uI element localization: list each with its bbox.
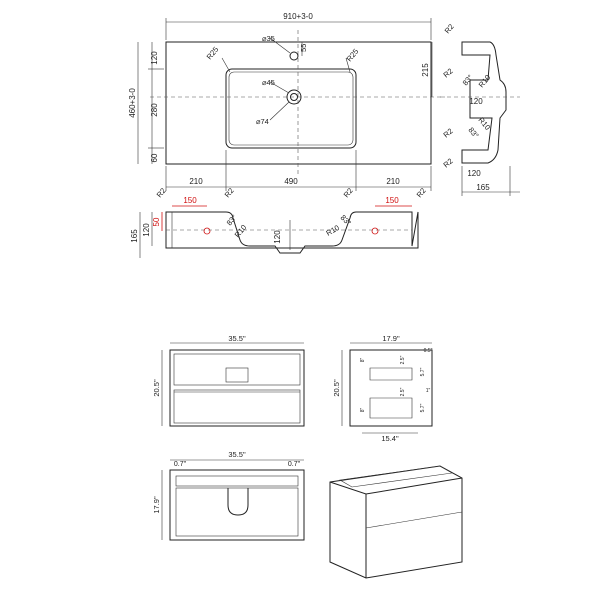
cabinet-side-dim-a: 8"	[360, 358, 366, 363]
cabinet-top-drawer	[173, 353, 301, 386]
cabinet-side-view: 17.9" 20.5" 15.4" 8" 2.5" 5.7" 2.5" 8" 5…	[332, 334, 433, 443]
sink-side-section: 165 120 120 R2 R2 83° R10 R10 R2 83° R2	[440, 22, 520, 196]
drain-hole	[290, 93, 298, 101]
side-depth-120-bottom-label: 120	[467, 169, 481, 178]
radius-outer-right-label: R2	[415, 186, 428, 199]
radius-left-label: R25	[205, 45, 221, 61]
cabinet-side-dim-b: 2.5"	[400, 355, 406, 364]
cabinet-top-outline	[169, 469, 305, 541]
cabinet-iso-body	[329, 465, 463, 579]
sink-bowl-inner	[228, 71, 354, 146]
cabinet-side-dim-e: 8"	[360, 408, 366, 413]
cabinet-side-dim-g: 0.5"	[424, 348, 433, 354]
dim-side-hole-label: 50	[152, 217, 161, 226]
cabinet-iso-top-recess	[339, 465, 453, 488]
cabinet-side-depth-label: 17.9"	[382, 334, 400, 343]
side-r2-bottom-label: R2	[442, 156, 455, 169]
dim-left-hole-label: 150	[183, 196, 197, 205]
cabinet-top-box	[175, 487, 299, 537]
cabinet-side-inner-depth-label: 15.4"	[381, 434, 399, 443]
cabinet-top-left-inset-label: 0.7"	[174, 461, 187, 468]
cabinet-front-width-label: 35.5"	[228, 334, 246, 343]
cabinet-side-lower-drawer	[369, 397, 413, 419]
side-depth-total-label: 165	[476, 183, 490, 192]
side-depth-120-top-label: 120	[469, 97, 483, 106]
sink-top-outline	[165, 41, 432, 165]
cabinet-side-dim-h: 1"	[426, 388, 431, 394]
cabinet-plumbing-cutout	[227, 488, 249, 516]
cabinet-top-view: 35.5" 0.7" 0.7" 17.9"	[152, 450, 305, 541]
dim-right-margin-label: 210	[386, 177, 400, 186]
drain-ring-label: ⌀74	[256, 117, 269, 126]
dim-height-inner-label: 120	[142, 223, 151, 237]
cabinet-top-right-inset-label: 0.7"	[288, 461, 301, 468]
cabinet-drawer-cutout	[225, 367, 249, 383]
angle-left-label: 83°	[225, 213, 239, 227]
left-mount-hole	[203, 227, 211, 235]
side-r2-mid-label: R2	[442, 66, 455, 79]
right-mount-hole	[371, 227, 379, 235]
radius-inner-left-label: R2	[223, 186, 236, 199]
sink-bowl-outline	[225, 68, 357, 149]
dim-height-total-label: 165	[130, 229, 139, 243]
sink-top-view: 910+3-0 460+3-0 120 280 60 ⌀35 55 ⌀45 ⌀7…	[128, 12, 445, 191]
cabinet-side-height-label: 20.5"	[332, 379, 341, 397]
sink-section-outline	[165, 211, 419, 254]
dim-front-margin-label: 60	[150, 153, 159, 162]
dim-left-margin-label: 210	[189, 177, 203, 186]
cabinet-side-dim-f: 5.7"	[420, 403, 426, 412]
cabinet-isometric-view	[329, 465, 463, 579]
sink-side-outline	[461, 41, 507, 164]
dim-bowl-depth-label: 280	[150, 103, 159, 117]
cabinet-top-depth-label: 17.9"	[152, 496, 161, 514]
dim-bowl-depth-front-label: 120	[273, 230, 282, 244]
sink-front-section: 150 150 50 165 120 120 R2 R2 R2 R2 83° 8…	[130, 186, 428, 258]
side-r2-low-label: R2	[442, 126, 455, 139]
side-angle-low-label: 83°	[466, 126, 480, 140]
dim-width-label: 910+3-0	[283, 12, 313, 21]
side-angle-top-label: 83°	[461, 73, 475, 87]
cabinet-top-width-label: 35.5"	[228, 450, 246, 459]
hole-offset-label: 55	[299, 44, 308, 52]
side-r2-top-label: R2	[443, 22, 456, 35]
cabinet-front-view: 35.5" 20.5"	[152, 334, 305, 427]
r10-right-label: R10	[325, 223, 341, 238]
cabinet-side-upper-drawer	[369, 367, 413, 381]
cabinet-side-outline	[349, 349, 433, 427]
radius-inner-right-label: R2	[342, 186, 355, 199]
drain-ring	[286, 89, 302, 105]
cabinet-front-outline	[169, 349, 305, 427]
tap-hole-label: ⌀35	[262, 34, 275, 43]
dim-215-label: 215	[421, 63, 430, 77]
side-r10-top-label: R10	[477, 73, 493, 89]
dim-bowl-width-label: 490	[284, 177, 298, 186]
cabinet-side-dim-c: 5.7"	[420, 367, 426, 376]
dim-back-margin-label: 120	[150, 51, 159, 65]
cabinet-front-height-label: 20.5"	[152, 379, 161, 397]
cabinet-side-dim-d: 2.5"	[400, 387, 406, 396]
tap-hole	[289, 51, 299, 61]
cabinet-top-rail	[175, 475, 299, 487]
cabinet-bottom-drawer	[173, 389, 301, 424]
drain-label: ⌀45	[262, 78, 275, 87]
dim-depth-label: 460+3-0	[128, 88, 137, 118]
dim-right-hole-label: 150	[385, 196, 399, 205]
